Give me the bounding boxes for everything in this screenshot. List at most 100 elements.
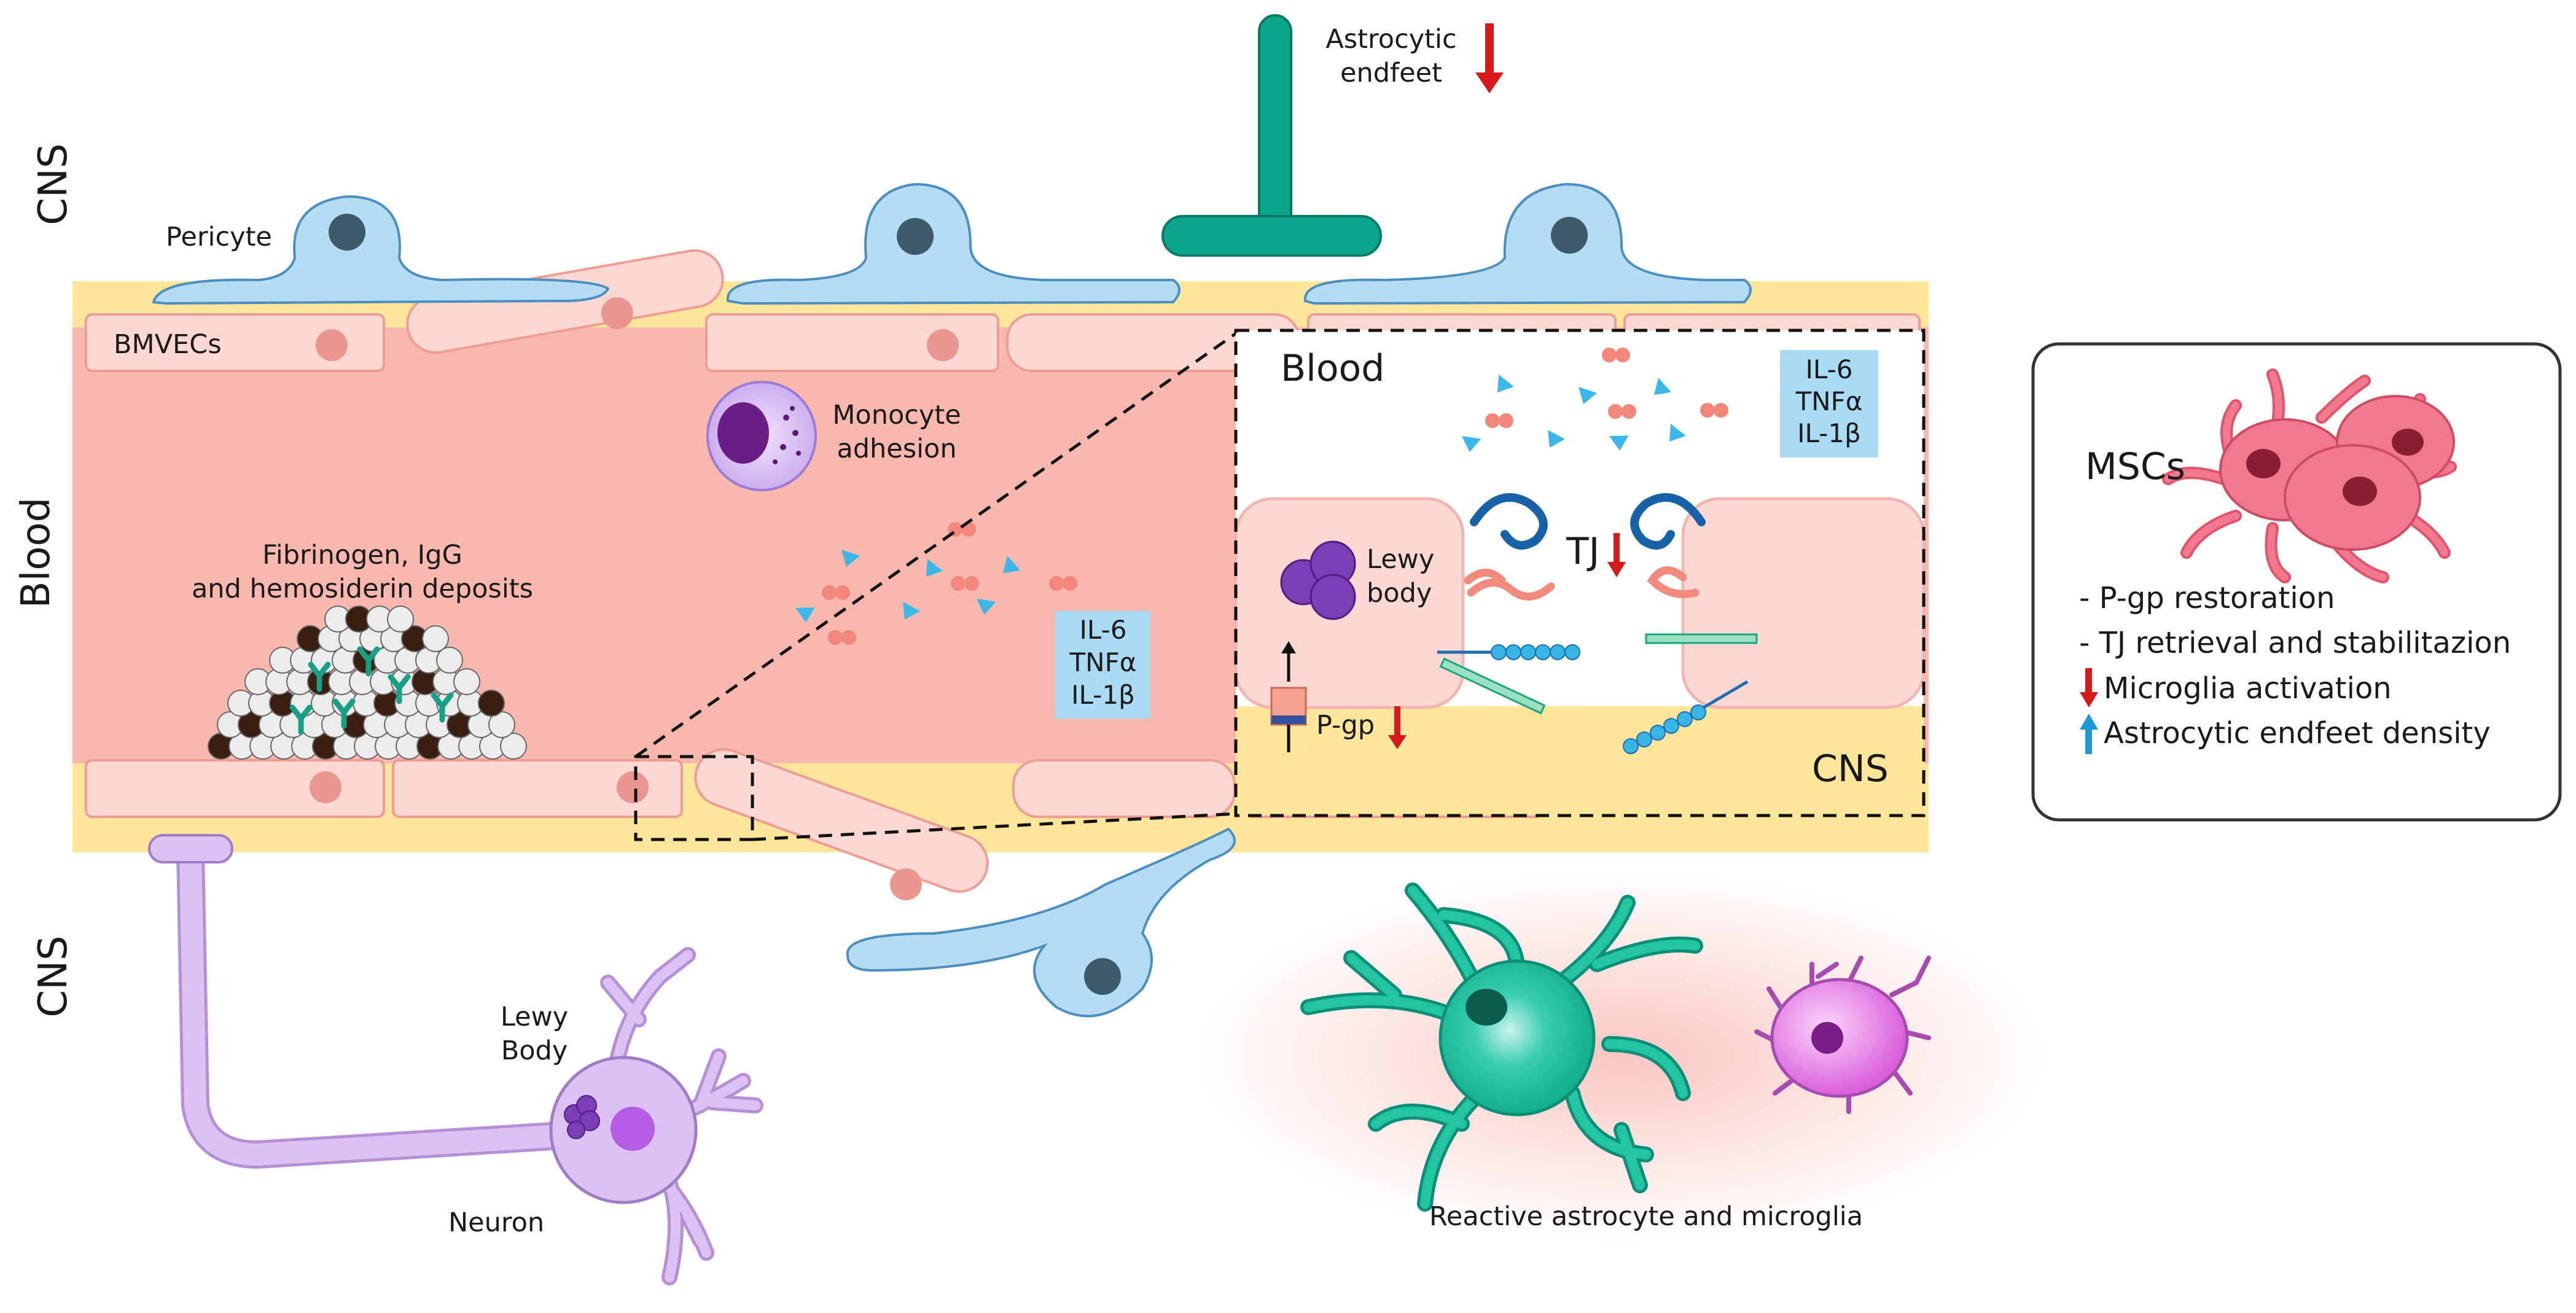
cytokine-inset-2: TNFα — [1795, 386, 1863, 416]
deposit-sphere — [488, 711, 515, 738]
deposits-label-2: and hemosiderin deposits — [192, 574, 533, 604]
msc-title: MSCs — [2085, 445, 2185, 488]
cytokine-triangle — [1548, 430, 1565, 448]
cytokine-dot — [1615, 348, 1630, 362]
deposit-sphere — [436, 647, 463, 674]
side-label-cns-bottom: CNS — [31, 935, 76, 1017]
reactive-cells-label: Reactive astrocyte and microglia — [1429, 1201, 1863, 1232]
cytokine-triangle — [926, 559, 943, 577]
reactive-microglia — [1754, 956, 1931, 1114]
cytokine-triangle — [1579, 387, 1597, 404]
cytokine-particles-left — [795, 522, 1077, 645]
cytokine-dot — [828, 630, 843, 645]
tight-junction-proteins — [1464, 493, 1706, 601]
claudin-bead — [1564, 644, 1580, 660]
igg-icon — [308, 661, 331, 692]
pericyte-bottom — [846, 827, 1236, 1018]
cytokine-dot — [1602, 348, 1617, 362]
inset-tj-label: TJ — [1566, 530, 1599, 573]
down-arrow-icon — [1475, 23, 1504, 93]
cytokine-dot — [1622, 404, 1636, 419]
cytokine-left-2: TNFα — [1069, 647, 1137, 677]
monocyte-label-1: Monocyte — [832, 400, 961, 431]
cytokine-dot — [951, 576, 966, 591]
cytokine-dot — [1714, 403, 1728, 418]
claudin-bead — [1636, 731, 1652, 747]
cytokine-triangle — [1462, 436, 1481, 453]
cytokine-triangle — [1609, 435, 1629, 451]
claudin-bead — [1550, 644, 1566, 660]
zoom-source-box — [634, 755, 754, 841]
pgp-down-arrow-icon — [1388, 706, 1407, 749]
pericyte-3 — [1303, 182, 1752, 305]
inset-lewy-label-2: body — [1367, 578, 1432, 609]
cytokine-triangle — [1669, 424, 1686, 442]
cytokine-dot — [1049, 576, 1064, 591]
cytokine-triangle — [1497, 375, 1514, 393]
cytokine-triangle — [977, 599, 996, 615]
lewy-body-inset — [1280, 540, 1356, 620]
cytokine-dot — [1485, 413, 1500, 428]
neuron-lewy-label-1: Lewy — [501, 1002, 568, 1032]
igg-icon — [388, 674, 411, 704]
claudin-bead — [1535, 644, 1551, 660]
cytokine-triangle — [903, 602, 920, 620]
cytokine-triangle — [841, 550, 860, 567]
claudin-bead — [1677, 711, 1693, 727]
igg-icon — [357, 646, 380, 677]
inset-pgp-label: P-gp — [1316, 710, 1375, 741]
cytokine-left-3: IL-1β — [1071, 680, 1135, 710]
tj-down-arrow-icon — [1607, 533, 1626, 577]
cytokine-dot — [835, 585, 850, 600]
claudin-bead — [1623, 738, 1639, 754]
msc-item-1: - P-gp restoration — [2079, 581, 2335, 615]
tight-junction-claudins — [1437, 633, 1758, 754]
deposit-sphere — [387, 606, 414, 633]
msc-item-2: - TJ retrieval and stabilitazion — [2079, 626, 2511, 660]
cytokine-dot — [1700, 403, 1715, 418]
inset-lewy-label-1: Lewy — [1367, 544, 1434, 575]
claudin-bead — [1505, 644, 1521, 660]
pericyte-1 — [152, 195, 610, 305]
side-label-blood: Blood — [14, 497, 59, 609]
msc-cells — [2162, 368, 2457, 583]
inset-blood-label: Blood — [1281, 347, 1384, 390]
claudin-bead — [1663, 718, 1679, 734]
deposit-sphere — [422, 625, 449, 652]
deposit-sphere — [478, 690, 505, 717]
astrocytic-endfeet-label-1: Astrocytic — [1325, 24, 1456, 55]
neuron-label: Neuron — [448, 1207, 544, 1238]
igg-icon — [332, 698, 356, 729]
side-label-cns-top: CNS — [31, 143, 76, 225]
deposit-sphere — [453, 668, 480, 695]
cytokine-triangle — [795, 607, 815, 623]
neuron — [148, 834, 763, 1285]
cytokine-triangle — [1653, 378, 1671, 395]
monocyte — [706, 381, 817, 491]
cytokine-inset-1: IL-6 — [1806, 354, 1853, 384]
msc-item-3: Microglia activation — [2104, 671, 2392, 706]
claudin-bead — [1690, 704, 1706, 720]
bmvecs-label: BMVECs — [114, 329, 222, 360]
zoom-line-bottom — [752, 812, 1236, 841]
pericyte-2 — [726, 182, 1181, 305]
endothelial-nuclei-bottom — [310, 771, 922, 900]
astrocytic-endfoot-top — [1161, 14, 1382, 257]
inset-cns-label: CNS — [1812, 747, 1889, 790]
igg-icon — [289, 704, 313, 735]
monocyte-label-2: adhesion — [837, 434, 956, 464]
endfeet-up-arrow-icon — [2080, 714, 2098, 754]
deposits-pile — [208, 606, 527, 760]
zoom-line-top — [634, 332, 1237, 758]
cytokine-dot — [1499, 413, 1513, 428]
reactive-astrocyte — [1300, 882, 1703, 1212]
cytokine-left-1: IL-6 — [1080, 615, 1127, 645]
cytokine-box-inset: IL-6 TNFα IL-1β — [1780, 350, 1878, 458]
cytokine-triangle — [1002, 556, 1020, 574]
endothelial-nuclei-top — [316, 297, 959, 361]
pericyte-label: Pericyte — [166, 222, 272, 252]
cytokine-dot — [1063, 576, 1077, 591]
neuron-lewy-label-2: Body — [501, 1035, 568, 1066]
igg-icon — [431, 692, 454, 723]
